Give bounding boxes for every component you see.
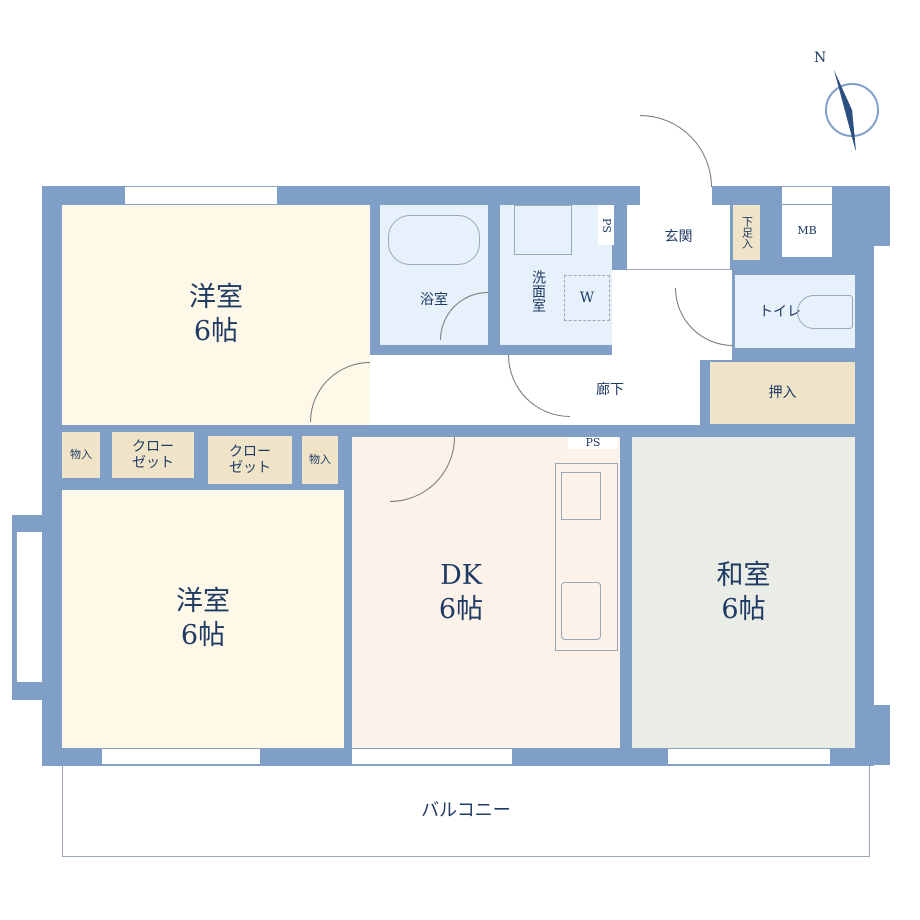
meter-box: MB: [782, 205, 832, 257]
room-size: 6帖: [180, 620, 226, 651]
bay-window: [16, 532, 42, 682]
shoe-storage[interactable]: 下足入: [733, 205, 760, 260]
front-door-swing: [640, 115, 712, 187]
oshiire-label: 押入: [768, 385, 797, 401]
entrance: 玄関: [627, 205, 730, 270]
entrance-label: 玄関: [664, 229, 693, 245]
room-name: DK: [440, 559, 482, 591]
closet-label: クロー ゼット: [132, 439, 174, 471]
toilet-icon: [797, 295, 853, 329]
stove-icon: [561, 472, 601, 520]
oshiire[interactable]: 押入: [710, 362, 855, 424]
window: [125, 186, 277, 205]
bathtub-icon: [388, 215, 480, 265]
shoe-storage-label: 下足入: [740, 216, 754, 249]
vanity-icon: [514, 205, 572, 255]
compass-label: N: [814, 50, 827, 66]
washroom-label: 洗面室: [530, 270, 546, 312]
storage-left[interactable]: 物入: [62, 432, 100, 478]
closet-left[interactable]: クロー ゼット: [112, 432, 194, 478]
window: [102, 748, 260, 765]
ps-label: PS: [600, 217, 613, 233]
pillar: [832, 186, 890, 246]
ps-label: PS: [585, 436, 601, 449]
room-name: 洋室: [189, 282, 243, 313]
closet-label: クロー ゼット: [229, 444, 271, 476]
toilet-label: トイレ: [759, 303, 801, 320]
washroom: 洗面室 W: [500, 205, 612, 345]
closet-right[interactable]: クロー ゼット: [208, 436, 292, 484]
bathroom-label: 浴室: [420, 292, 448, 308]
front-door-opening[interactable]: [640, 186, 712, 206]
room-western-bottom: 洋室 6帖: [62, 490, 344, 748]
meter-box-label: MB: [797, 224, 817, 237]
washer-space: W: [564, 275, 610, 321]
compass-icon: N: [812, 50, 882, 152]
ps-top: PS: [598, 205, 614, 245]
room-name: 和室: [716, 559, 771, 591]
ps-kitchen: PS: [568, 437, 618, 449]
hallway-label: 廊下: [596, 382, 624, 398]
washer-label: W: [579, 290, 595, 306]
window: [782, 186, 832, 205]
room-western-top: 洋室 6帖: [62, 205, 370, 425]
balcony-label: バルコニー: [421, 799, 511, 821]
sink-icon: [561, 582, 601, 640]
kitchen-counter: [555, 463, 618, 651]
room-japanese: 和室 6帖: [632, 437, 855, 748]
balcony: バルコニー: [62, 765, 870, 857]
window: [668, 748, 830, 765]
storage-right[interactable]: 物入: [302, 436, 338, 484]
room-size: 6帖: [438, 593, 484, 625]
toilet: トイレ: [735, 275, 855, 348]
room-name: 洋室: [176, 586, 230, 617]
window: [352, 748, 512, 765]
room-size: 6帖: [721, 593, 766, 625]
storage-label: 物入: [70, 448, 92, 461]
room-size: 6帖: [193, 316, 239, 347]
storage-label: 物入: [309, 453, 331, 466]
